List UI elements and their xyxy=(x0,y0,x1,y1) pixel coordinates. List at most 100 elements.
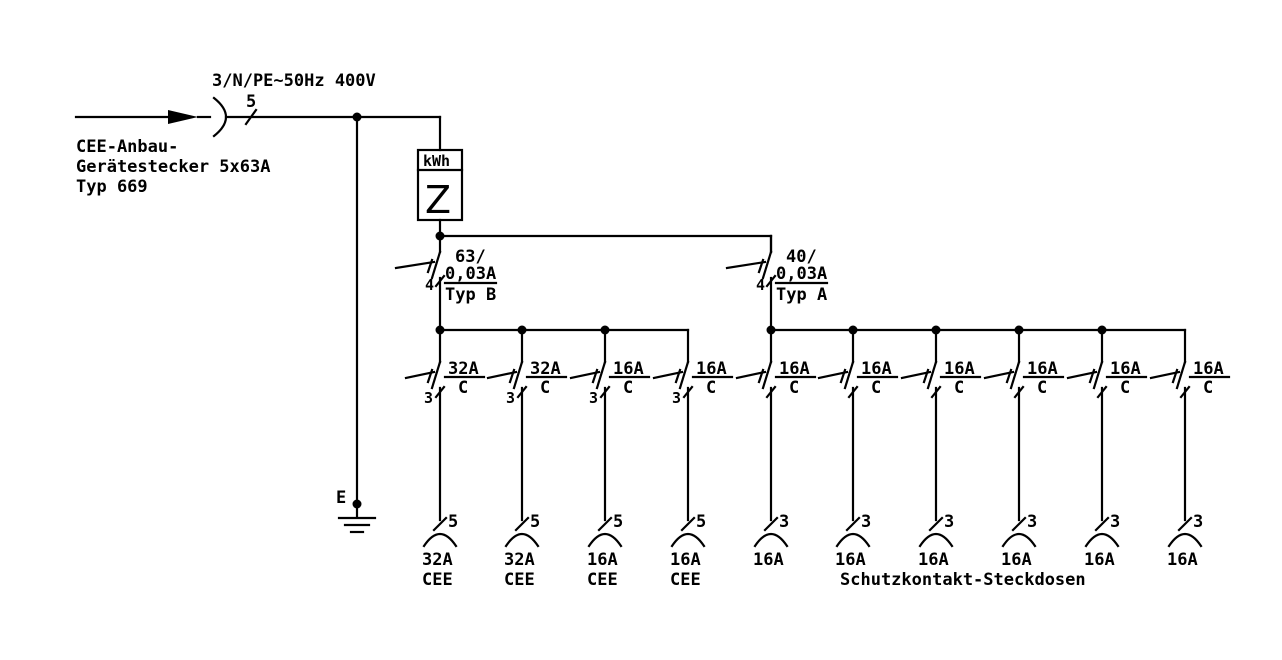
outlet-rating: 16A xyxy=(1167,550,1198,570)
cee-plug-symbol xyxy=(212,96,228,138)
rcd-trip: 0,03A xyxy=(445,264,496,284)
rcd-rating: 40/ xyxy=(786,247,817,267)
socket-icon xyxy=(504,532,540,548)
rcd-trip: 0,03A xyxy=(776,264,827,284)
breaker-curve: C xyxy=(623,378,633,398)
breaker-rating: 16A xyxy=(613,359,644,379)
breaker-rating: 32A xyxy=(530,359,561,379)
socket-icon xyxy=(1001,532,1037,548)
conductor-count-slash xyxy=(244,108,258,126)
rcd-poles: 4 xyxy=(756,276,765,294)
outlet-rating: 16A xyxy=(1001,550,1032,570)
rcd-type: Typ B xyxy=(445,285,496,305)
schuko-caption: Schutzkontakt-Steckdosen xyxy=(840,570,1086,590)
outlet-conductors: 3 xyxy=(861,512,871,532)
breaker-rating: 32A xyxy=(448,359,479,379)
breaker-curve: C xyxy=(458,378,468,398)
breaker-curve: C xyxy=(540,378,550,398)
breaker-curve: C xyxy=(789,378,799,398)
breaker-poles: 3 xyxy=(506,389,515,407)
breaker-layer: 32AC332AC316AC316AC316AC16AC16AC16AC16AC… xyxy=(404,325,1231,522)
breaker-rating: 16A xyxy=(779,359,810,379)
outlet-6: 3 16A xyxy=(835,512,871,570)
breaker-curve: C xyxy=(1120,378,1130,398)
breaker-curve: C xyxy=(871,378,881,398)
outlet-conductors: 5 xyxy=(530,512,540,532)
breaker-rating: 16A xyxy=(861,359,892,379)
socket-icon xyxy=(587,532,623,548)
meter-label: kWh xyxy=(423,152,450,170)
socket-icon xyxy=(422,532,458,548)
breaker-rating: 16A xyxy=(1193,359,1224,379)
breaker-curve: C xyxy=(1203,378,1213,398)
breaker-poles: 3 xyxy=(589,389,598,407)
socket-icon xyxy=(1167,532,1203,548)
socket-icon xyxy=(1084,532,1120,548)
outlet-type: CEE xyxy=(670,570,701,590)
outlet-rating: 16A xyxy=(670,550,701,570)
rcd-rating: 63/ xyxy=(455,247,486,267)
breaker-curve: C xyxy=(706,378,716,398)
outlet-type: CEE xyxy=(504,570,535,590)
energy-meter: kWh Z xyxy=(416,115,773,254)
outlet-conductors: 5 xyxy=(448,512,458,532)
plug-label-line3: Typ 669 xyxy=(76,177,148,197)
outlet-type: CEE xyxy=(587,570,618,590)
socket-icon xyxy=(835,532,871,548)
outlet-type: CEE xyxy=(422,570,453,590)
earth-line: E xyxy=(336,112,377,534)
outlet-8: 3 16A xyxy=(1001,512,1037,570)
outlet-rating: 16A xyxy=(835,550,866,570)
arrow-icon xyxy=(168,110,198,124)
outlet-rating: 16A xyxy=(587,550,618,570)
breaker-rating: 16A xyxy=(696,359,727,379)
plug-label-line2: Gerätestecker 5x63A xyxy=(76,157,270,177)
breaker-rating: 16A xyxy=(1110,359,1141,379)
meter-symbol: Z xyxy=(425,178,451,222)
earth-label: E xyxy=(336,488,346,508)
outlet-10: 3 16A xyxy=(1167,512,1203,570)
breaker-rating: 16A xyxy=(1027,359,1058,379)
outlet-rating: 16A xyxy=(1084,550,1115,570)
breaker-poles: 3 xyxy=(672,389,681,407)
outlet-conductors: 3 xyxy=(779,512,789,532)
outlet-rating: 32A xyxy=(422,550,453,570)
outlet-rating: 32A xyxy=(504,550,535,570)
breaker-poles: 3 xyxy=(424,389,433,407)
outlet-conductors: 3 xyxy=(1193,512,1203,532)
outlet-conductors: 3 xyxy=(944,512,954,532)
supply-conductors: 5 xyxy=(246,92,256,112)
socket-icon xyxy=(670,532,706,548)
supply-label: 3/N/PE~50Hz 400V xyxy=(212,71,376,91)
outlet-layer: 532ACEE532ACEE516ACEE516ACEE316A316A316A… xyxy=(422,512,1203,590)
breaker-rating: 16A xyxy=(944,359,975,379)
outlet-conductors: 5 xyxy=(613,512,623,532)
rcd-poles: 4 xyxy=(425,276,434,294)
breaker-curve: C xyxy=(1037,378,1047,398)
plug-label-line1: CEE-Anbau- xyxy=(76,137,178,157)
socket-icon xyxy=(753,532,789,548)
supply-input: 3/N/PE~50Hz 400V 5 CEE-Anbau- Gerätestec… xyxy=(74,71,442,197)
outlet-conductors: 3 xyxy=(1027,512,1037,532)
